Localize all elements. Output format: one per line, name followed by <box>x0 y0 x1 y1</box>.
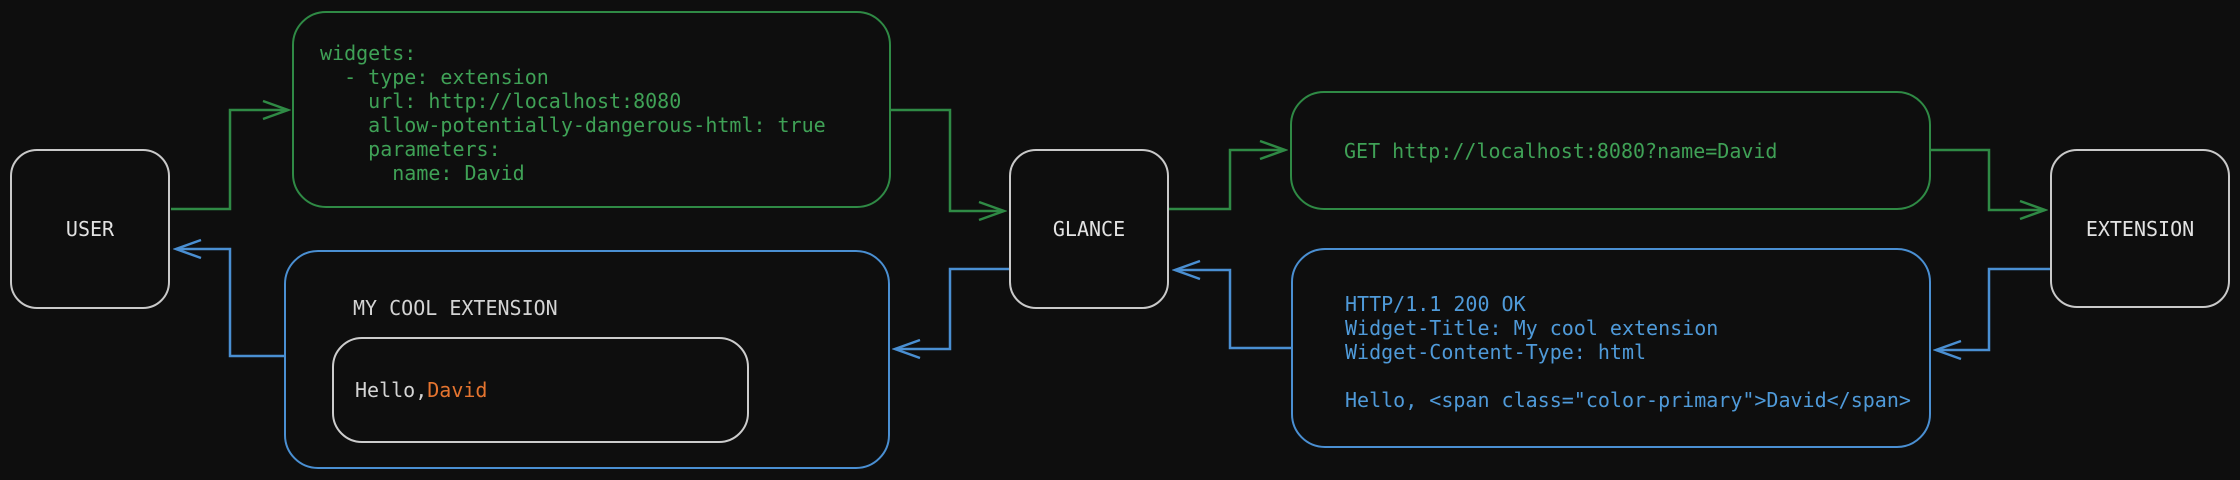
arrow-config-to-glance <box>891 108 1004 211</box>
node-glance: GLANCE <box>1009 149 1169 309</box>
config-box: widgets: - type: extension url: http://l… <box>292 11 891 208</box>
arrow-response-to-glance <box>1175 270 1291 350</box>
greeting-text: Hello, <box>355 378 428 402</box>
http-response-code: HTTP/1.1 200 OK Widget-Title: My cool ex… <box>1345 292 1911 412</box>
arrow-request-to-extension <box>1931 148 2045 210</box>
config-yaml-code: widgets: - type: extension url: http://l… <box>320 41 826 185</box>
widget-content-box: Hello, David <box>332 337 749 443</box>
arrow-widget-to-user <box>176 249 284 358</box>
http-request-code: GET http://localhost:8080?name=David <box>1344 138 1778 163</box>
arrow-extension-to-response <box>1936 267 2050 350</box>
node-user: USER <box>10 149 170 309</box>
node-user-label: USER <box>65 217 115 241</box>
arrow-glance-to-request <box>1169 150 1285 211</box>
greeting-name: David <box>427 378 488 402</box>
node-extension-label: EXTENSION <box>2085 216 2195 241</box>
node-extension: EXTENSION <box>2050 149 2230 308</box>
response-box: HTTP/1.1 200 OK Widget-Title: My cool ex… <box>1291 248 1931 448</box>
arrow-glance-to-widget <box>895 267 1009 349</box>
node-glance-label: GLANCE <box>1052 217 1126 241</box>
arrow-user-to-config <box>171 110 288 211</box>
widget-preview-box: MY COOL EXTENSION Hello, David <box>284 250 890 469</box>
request-box: GET http://localhost:8080?name=David <box>1290 91 1931 210</box>
widget-title: MY COOL EXTENSION <box>353 296 558 320</box>
